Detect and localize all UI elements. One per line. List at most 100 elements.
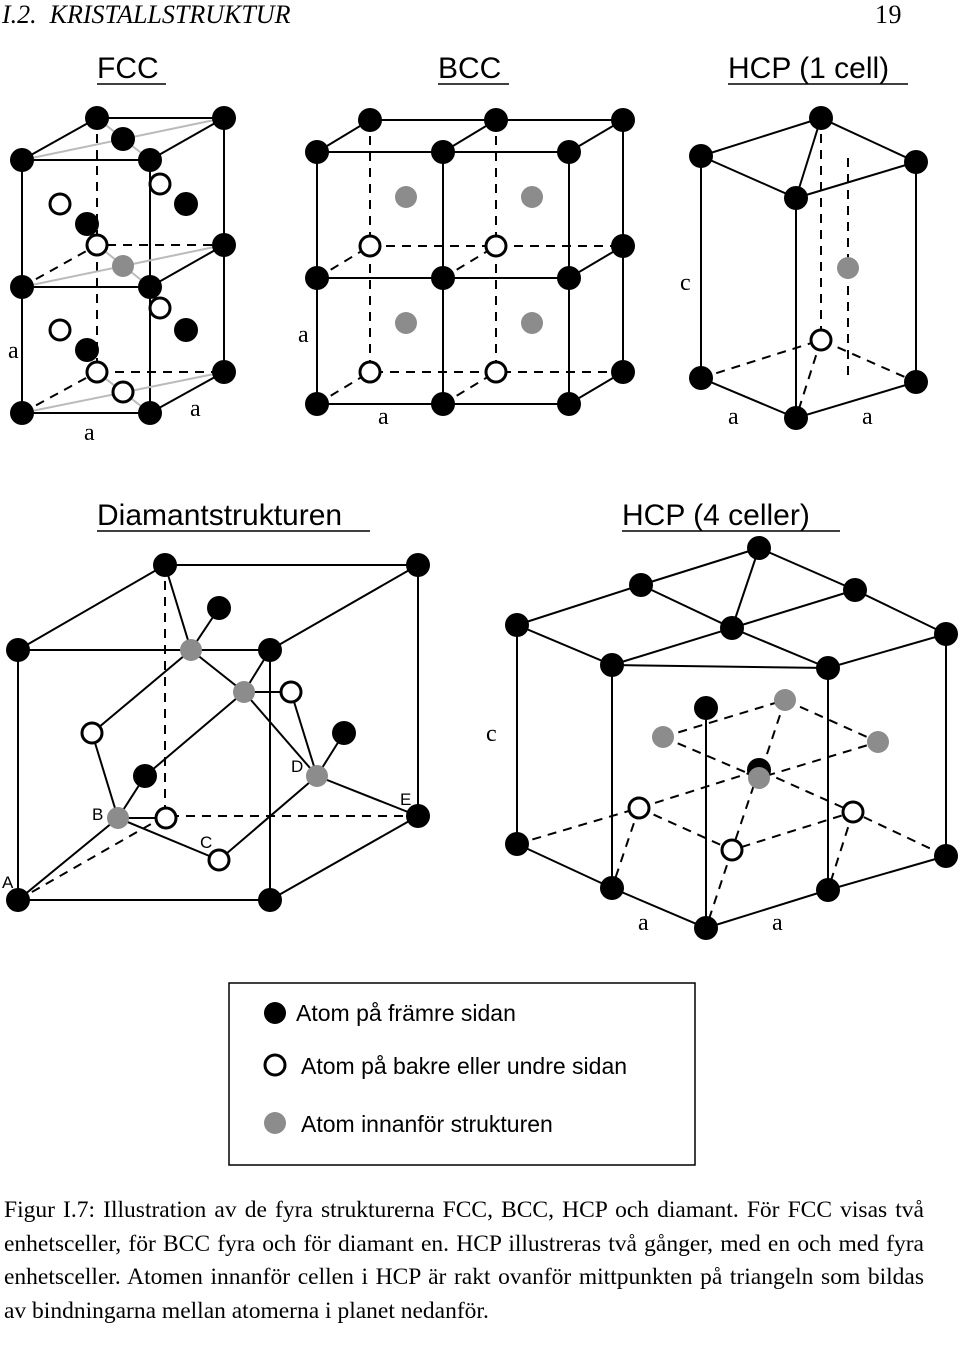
running-head: I.2. KRISTALLSTRUKTUR [2, 0, 290, 30]
page-number: 19 [875, 0, 902, 29]
front-atom [358, 108, 382, 132]
front-atom [611, 360, 635, 384]
diamond-point-e: E [400, 790, 411, 809]
front-atom [611, 234, 635, 258]
back-atom [154, 806, 178, 830]
inside-atom [395, 312, 417, 334]
front-atom [406, 553, 430, 577]
front-atom [406, 804, 430, 828]
bond-line [17, 817, 166, 901]
axis-label-a: a [190, 396, 201, 422]
front-atom [212, 106, 236, 130]
front-atom [75, 338, 99, 362]
bond-line [516, 624, 947, 670]
front-atom [694, 696, 718, 720]
front-atom [207, 596, 231, 620]
bond-line [638, 807, 854, 852]
front-atom [720, 616, 744, 640]
front-atom [10, 401, 34, 425]
diamond-point-b: B [92, 805, 103, 824]
bond-line [731, 547, 760, 629]
front-atom [904, 370, 928, 394]
front-atom [85, 106, 109, 130]
legend-back-label: Atom på bakre eller undre sidan [301, 1053, 627, 1079]
axis-label-a: a [8, 338, 19, 364]
front-atom [305, 266, 329, 290]
front-atom [305, 392, 329, 416]
back-atom [148, 296, 172, 320]
inside-atom [748, 767, 770, 789]
bond-line [243, 691, 318, 777]
front-atom [332, 721, 356, 745]
inside-atom [837, 257, 859, 279]
bond-line [290, 691, 318, 777]
back-atom [111, 380, 135, 404]
front-atom [934, 844, 958, 868]
axis-label-a: a [862, 404, 873, 430]
front-atom [816, 656, 840, 680]
bond-line [190, 649, 271, 694]
back-atom [484, 234, 508, 258]
front-atom [138, 148, 162, 172]
bond-line [795, 339, 822, 419]
front-atom [75, 212, 99, 236]
back-atom [80, 721, 104, 745]
bond-line [164, 565, 418, 817]
axis-label-a: a [298, 322, 309, 348]
back-atom [148, 172, 172, 196]
fcc-title: FCC [97, 52, 159, 85]
front-atom [174, 192, 198, 216]
diamond-point-a: A [2, 873, 14, 892]
bond-line [795, 117, 822, 199]
legend-inside-label: Atom innanför strukturen [301, 1111, 553, 1137]
front-atom [694, 916, 718, 940]
front-atom [611, 108, 635, 132]
front-atom [153, 553, 177, 577]
inside-atom [107, 807, 129, 829]
back-atom [48, 318, 72, 342]
diamond-point-c: C [200, 833, 212, 852]
front-atom [431, 140, 455, 164]
bond-line [369, 120, 623, 373]
hcp4-title: HCP (4 celler) [622, 499, 810, 532]
inside-atom [112, 255, 134, 277]
hcp1-title: HCP (1 cell) [728, 52, 889, 85]
axis-label-a: a [84, 420, 95, 446]
front-atom [6, 888, 30, 912]
front-atom [431, 266, 455, 290]
front-atom [6, 638, 30, 662]
back-atom [720, 838, 744, 862]
diamond-point-d: D [291, 757, 303, 776]
front-atom [505, 832, 529, 856]
bond-line [611, 807, 640, 889]
front-atom [557, 140, 581, 164]
bond-line [316, 775, 419, 817]
figure-caption: Figur I.7: Illustration av de fyra struk… [4, 1194, 924, 1328]
front-atom [111, 127, 135, 151]
bond-line [731, 769, 760, 851]
bond-line [700, 116, 917, 420]
front-atom [747, 536, 771, 560]
front-atom [904, 150, 928, 174]
bond-line [218, 732, 345, 861]
front-atom [138, 401, 162, 425]
front-atom [689, 144, 713, 168]
front-atom [505, 613, 529, 637]
bond-line [21, 371, 98, 414]
front-atom [629, 573, 653, 597]
bond-line [17, 815, 166, 901]
legend-back-marker [263, 1053, 287, 1077]
bond-line [516, 768, 947, 857]
inside-atom [395, 186, 417, 208]
inside-atom [867, 731, 889, 753]
section-title: KRISTALLSTRUKTUR [49, 0, 291, 29]
front-atom [258, 638, 282, 662]
front-atom [174, 318, 198, 342]
back-atom [85, 233, 109, 257]
axis-label-a: a [728, 404, 739, 430]
bond-line [117, 817, 220, 861]
front-atom [138, 275, 162, 299]
front-atom [557, 266, 581, 290]
inside-atom [652, 726, 674, 748]
front-atom [484, 108, 508, 132]
